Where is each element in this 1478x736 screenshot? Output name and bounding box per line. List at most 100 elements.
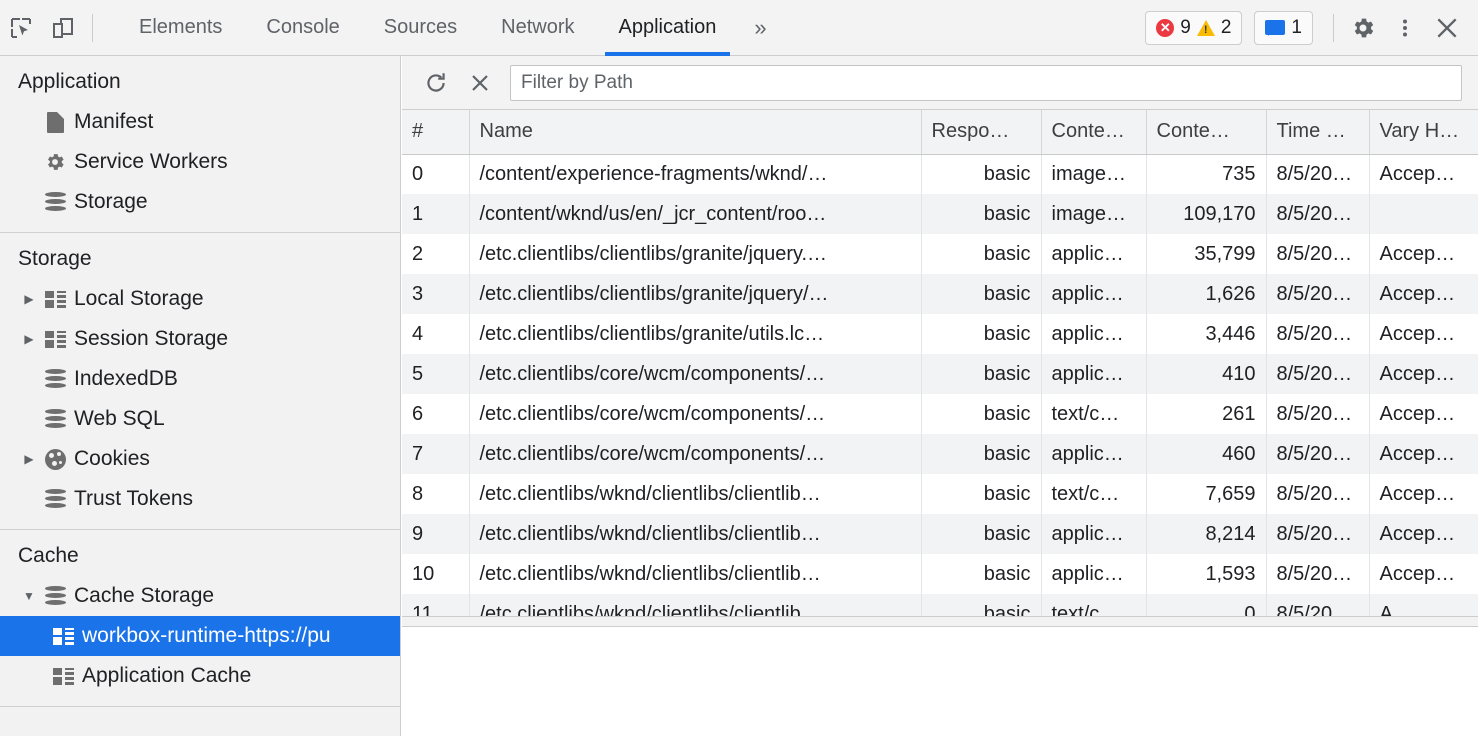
- cache-filter-toolbar: [402, 56, 1478, 110]
- sidebar-item-cache-storage[interactable]: ▼ Cache Storage: [0, 576, 400, 616]
- inspect-element-icon[interactable]: [0, 7, 42, 49]
- sidebar-item-manifest[interactable]: Manifest: [0, 102, 400, 142]
- sidebar-item-storage[interactable]: Storage: [0, 182, 400, 222]
- error-icon: ✕: [1156, 18, 1175, 37]
- tab-console-label: Console: [266, 16, 340, 38]
- tab-application-label: Application: [618, 16, 717, 38]
- row-vary-header: [1369, 194, 1478, 234]
- row-content-length: 109,170: [1146, 194, 1267, 234]
- column-header-name[interactable]: Name: [469, 110, 922, 155]
- row-name: /etc.clientlibs/core/wcm/components/…: [469, 354, 922, 394]
- sidebar-item-web-sql[interactable]: Web SQL: [0, 399, 400, 439]
- tab-elements[interactable]: Elements: [117, 0, 244, 56]
- row-content-length: 1,593: [1146, 554, 1267, 594]
- expand-twisty-icon[interactable]: ▶: [24, 292, 34, 306]
- tab-console[interactable]: Console: [244, 0, 361, 56]
- filter-by-path-input[interactable]: [510, 64, 1462, 101]
- sidebar-item-application-cache[interactable]: Application Cache: [0, 656, 400, 696]
- expand-twisty-icon[interactable]: ▶: [24, 452, 34, 466]
- tab-network-label: Network: [501, 16, 575, 38]
- row-content-type: applic…: [1041, 234, 1147, 274]
- row-index: 0: [402, 154, 470, 194]
- row-response-type: basic: [921, 194, 1042, 234]
- table-row[interactable]: 8/etc.clientlibs/wknd/clientlibs/clientl…: [402, 474, 1478, 514]
- row-content-length: 1,626: [1146, 274, 1267, 314]
- table-row[interactable]: 4/etc.clientlibs/clientlibs/granite/util…: [402, 314, 1478, 354]
- row-content-type: image…: [1041, 194, 1147, 234]
- row-index: 6: [402, 394, 470, 434]
- application-sidebar[interactable]: Application Manifest Service Workers Sto…: [0, 56, 401, 736]
- sidebar-item-service-workers[interactable]: Service Workers: [0, 142, 400, 182]
- tab-network[interactable]: Network: [479, 0, 596, 56]
- row-name: /etc.clientlibs/core/wcm/components/…: [469, 394, 922, 434]
- tab-elements-label: Elements: [139, 16, 223, 38]
- row-content-type: applic…: [1041, 274, 1147, 314]
- gear-icon[interactable]: [1342, 7, 1384, 49]
- row-vary-header: Accep…: [1369, 274, 1478, 314]
- column-header-index[interactable]: #: [402, 110, 470, 155]
- sidebar-group-title-application: Application: [18, 70, 121, 93]
- sidebar-item-local-storage[interactable]: ▶ Local Storage: [0, 279, 400, 319]
- row-index: 5: [402, 354, 470, 394]
- row-vary-header: Accep…: [1369, 154, 1478, 194]
- more-tabs-icon[interactable]: »: [754, 14, 767, 40]
- sidebar-item-workbox-runtime-cache[interactable]: workbox-runtime-https://pu: [0, 616, 400, 656]
- sidebar-item-cookies[interactable]: ▶ Cookies: [0, 439, 400, 479]
- row-time-cached: 8/5/20…: [1266, 274, 1370, 314]
- column-header-vary-header[interactable]: Vary H…: [1369, 110, 1478, 155]
- column-header-response-type[interactable]: Respo…: [921, 110, 1042, 155]
- cache-entries-grid[interactable]: # Name Respo… Conte… Conte… Time … Vary …: [402, 110, 1478, 616]
- row-content-type: applic…: [1041, 354, 1147, 394]
- expand-twisty-icon[interactable]: ▶: [24, 332, 34, 346]
- table-row[interactable]: 11/etc.clientlibs/wknd/clientlibs/client…: [402, 594, 1478, 616]
- row-index: 4: [402, 314, 470, 354]
- row-vary-header: Accep…: [1369, 394, 1478, 434]
- table-row[interactable]: 3/etc.clientlibs/clientlibs/granite/jque…: [402, 274, 1478, 314]
- row-response-type: basic: [921, 514, 1042, 554]
- row-time-cached: 8/5/20…: [1266, 194, 1370, 234]
- row-time-cached: 8/5/20…: [1266, 474, 1370, 514]
- row-time-cached: 8/5/20…: [1266, 434, 1370, 474]
- gear-icon: [40, 151, 70, 173]
- column-header-content-type[interactable]: Conte…: [1041, 110, 1147, 155]
- table-row[interactable]: 2/etc.clientlibs/clientlibs/granite/jque…: [402, 234, 1478, 274]
- table-row[interactable]: 9/etc.clientlibs/wknd/clientlibs/clientl…: [402, 514, 1478, 554]
- sidebar-item-indexeddb[interactable]: IndexedDB: [0, 359, 400, 399]
- row-name: /etc.clientlibs/wknd/clientlibs/clientli…: [469, 514, 922, 554]
- column-header-content-length[interactable]: Conte…: [1146, 110, 1267, 155]
- row-content-length: 7,659: [1146, 474, 1267, 514]
- table-row[interactable]: 1/content/wknd/us/en/_jcr_content/roo…ba…: [402, 194, 1478, 234]
- warning-icon: [1196, 19, 1215, 36]
- sidebar-item-label: Cache Storage: [74, 584, 215, 607]
- table-row[interactable]: 7/etc.clientlibs/core/wcm/components/…ba…: [402, 434, 1478, 474]
- delete-selected-icon[interactable]: [458, 63, 502, 103]
- row-vary-header: Accep…: [1369, 434, 1478, 474]
- tab-sources[interactable]: Sources: [362, 0, 479, 56]
- row-content-type: text/c…: [1041, 474, 1147, 514]
- row-time-cached: 8/5/20…: [1266, 314, 1370, 354]
- sidebar-item-label: Trust Tokens: [74, 487, 194, 510]
- tab-application[interactable]: Application: [597, 0, 739, 56]
- table-row[interactable]: 5/etc.clientlibs/core/wcm/components/…ba…: [402, 354, 1478, 394]
- sidebar-item-trust-tokens[interactable]: Trust Tokens: [0, 479, 400, 519]
- table-body: 0/content/experience-fragments/wknd/…bas…: [402, 154, 1478, 616]
- table-row[interactable]: 6/etc.clientlibs/core/wcm/components/…ba…: [402, 394, 1478, 434]
- row-response-type: basic: [921, 154, 1042, 194]
- issues-counter[interactable]: ✕ 9 2: [1145, 10, 1243, 45]
- row-content-length: 8,214: [1146, 514, 1267, 554]
- row-name: /etc.clientlibs/wknd/clientlibs/clientli…: [469, 474, 922, 514]
- device-toolbar-icon[interactable]: [42, 7, 84, 49]
- collapse-twisty-icon[interactable]: ▼: [23, 589, 35, 603]
- message-count: 1: [1291, 16, 1302, 38]
- table-row[interactable]: 10/etc.clientlibs/wknd/clientlibs/client…: [402, 554, 1478, 594]
- sidebar-item-session-storage[interactable]: ▶ Session Storage: [0, 319, 400, 359]
- column-header-time-cached[interactable]: Time …: [1266, 110, 1370, 155]
- database-icon: [40, 408, 70, 430]
- horizontal-splitter[interactable]: [402, 616, 1478, 627]
- refresh-icon[interactable]: [414, 63, 458, 103]
- close-icon[interactable]: [1426, 7, 1468, 49]
- messages-counter[interactable]: 1: [1254, 10, 1313, 45]
- sidebar-item-label: workbox-runtime-https://pu: [82, 624, 331, 647]
- table-row[interactable]: 0/content/experience-fragments/wknd/…bas…: [402, 154, 1478, 194]
- more-options-icon[interactable]: [1384, 7, 1426, 49]
